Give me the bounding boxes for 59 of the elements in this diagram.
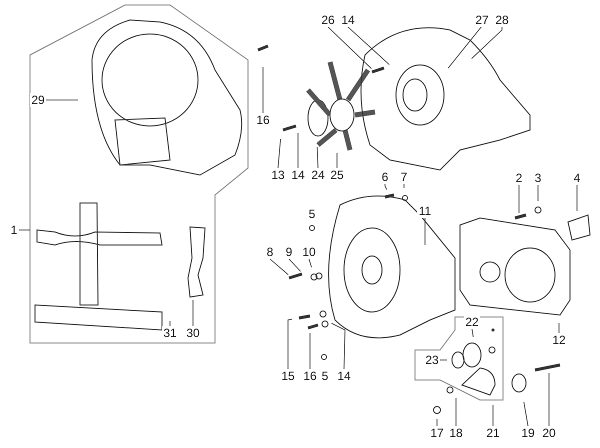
callout-number: 5 xyxy=(308,207,316,221)
leader-line xyxy=(576,184,578,212)
leader-line xyxy=(270,258,289,276)
leader-line xyxy=(472,328,474,338)
callout-number: 2 xyxy=(514,171,524,185)
callout-number: 1 xyxy=(10,223,18,237)
callout-number: 11 xyxy=(417,204,433,218)
leader-line xyxy=(348,26,390,66)
callout-number: 16 xyxy=(255,113,271,127)
leader-line xyxy=(316,146,318,168)
leader-line xyxy=(331,322,346,370)
leader-line xyxy=(523,402,528,426)
leader-line xyxy=(558,322,560,334)
leader-line xyxy=(518,184,520,214)
callout-number: 20 xyxy=(541,426,557,440)
callout-number: 10 xyxy=(301,245,317,259)
callout-number: 28 xyxy=(494,13,510,27)
callout-number: 14 xyxy=(290,168,306,182)
callout-number: 9 xyxy=(284,245,294,259)
callout-number: 18 xyxy=(448,426,464,440)
leader-line xyxy=(424,218,426,246)
leader-line xyxy=(288,318,293,370)
callout-number: 13 xyxy=(270,168,286,182)
leader-line xyxy=(278,138,281,168)
callout-number: 27 xyxy=(474,13,490,27)
leader-line xyxy=(328,26,372,69)
leader-line xyxy=(308,258,312,268)
callout-number: 31 xyxy=(162,326,178,340)
leader-line xyxy=(448,24,482,68)
leader-line xyxy=(336,152,338,168)
callout-number: 6 xyxy=(380,170,390,184)
callout-number: 3 xyxy=(534,171,542,185)
callout-number: 4 xyxy=(572,171,582,185)
leader-line xyxy=(384,184,388,190)
callout-number: 24 xyxy=(310,168,326,182)
leader-line xyxy=(262,66,264,114)
callout-number: 15 xyxy=(280,369,296,383)
leader-line xyxy=(192,300,194,326)
leader-line xyxy=(288,258,301,272)
leader-line xyxy=(471,26,502,59)
callout-number: 29 xyxy=(30,93,46,107)
callout-number: 22 xyxy=(464,315,480,329)
callout-number: 23 xyxy=(424,353,440,367)
callout-number: 14 xyxy=(340,13,356,27)
callout-number: 8 xyxy=(266,245,274,259)
callout-number: 25 xyxy=(329,168,345,182)
leader-line xyxy=(492,404,494,426)
callout-number: 16 xyxy=(302,369,318,383)
leader-line xyxy=(436,418,438,426)
callout-number: 14 xyxy=(336,369,352,383)
callout-number: 5 xyxy=(320,369,330,383)
callout-number: 30 xyxy=(185,326,201,340)
leader-line xyxy=(548,372,550,426)
callout-number: 19 xyxy=(520,426,536,440)
callout-number: 21 xyxy=(485,426,501,440)
callout-number: 7 xyxy=(400,170,408,184)
callout-number: 17 xyxy=(429,426,445,440)
callout-number: 26 xyxy=(320,13,336,27)
callout-number: 12 xyxy=(551,333,567,347)
